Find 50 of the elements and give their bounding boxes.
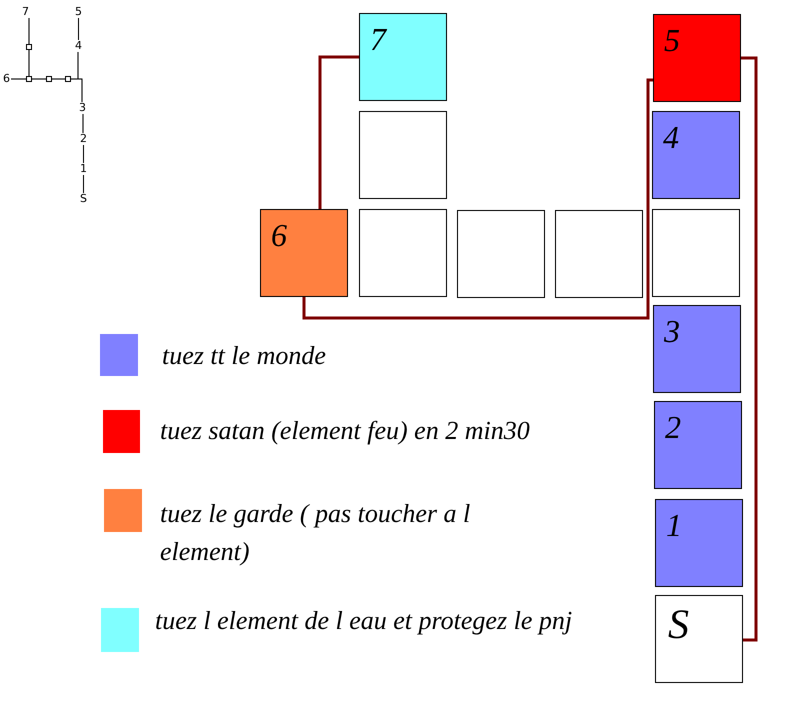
connector-line (83, 144, 84, 164)
legend-text: tuez satan (element feu) en 2 min30 (160, 415, 530, 447)
map-tile (555, 210, 643, 298)
tile-label: S (668, 604, 689, 646)
map-label: 2 (79, 133, 88, 145)
map-label: 3 (78, 102, 87, 114)
tile-label: 1 (666, 509, 682, 541)
route-line (741, 56, 758, 642)
connector-line (32, 78, 46, 80)
legend-text: tuez le garde ( pas toucher a l element) (160, 498, 472, 568)
map-label: 6 (2, 73, 11, 85)
connector-line (10, 78, 26, 80)
map-tile (653, 305, 741, 393)
map-tile (359, 111, 447, 199)
map-tile (653, 14, 741, 102)
map-label: 7 (21, 6, 30, 18)
tile-label: 5 (664, 24, 680, 56)
legend-text: tuez l element de l eau et protegez le pnj (155, 605, 572, 637)
tile-label: 4 (663, 121, 679, 153)
square-icon (26, 76, 32, 82)
connector-line (52, 78, 66, 80)
map-tile (260, 209, 348, 297)
route-line (302, 78, 654, 320)
connector-line (28, 50, 30, 76)
square-icon (65, 76, 71, 82)
map-tile (654, 401, 742, 489)
map-tile (652, 209, 740, 297)
map-tile (359, 209, 447, 297)
map-tile (652, 111, 740, 199)
map-label: 5 (74, 6, 83, 18)
connector-line (28, 18, 30, 44)
connector-line (82, 114, 84, 134)
map-label: S (79, 193, 88, 205)
map-tile (359, 13, 447, 101)
connector-line (70, 78, 82, 102)
tile-label: 3 (664, 315, 680, 347)
map-tile (655, 595, 743, 683)
map-label: 4 (74, 40, 83, 52)
square-icon (46, 76, 52, 82)
tile-label: 2 (665, 411, 681, 443)
map-tile (457, 210, 545, 298)
connector-line (78, 18, 79, 40)
tile-label: 6 (271, 219, 287, 251)
connector-line (83, 174, 84, 194)
route-line (318, 56, 359, 209)
legend-text: tuez tt le monde (162, 340, 326, 372)
square-icon (26, 44, 32, 50)
map-tile (655, 499, 743, 587)
map-label: 1 (79, 163, 88, 175)
tile-label: 7 (370, 23, 386, 55)
